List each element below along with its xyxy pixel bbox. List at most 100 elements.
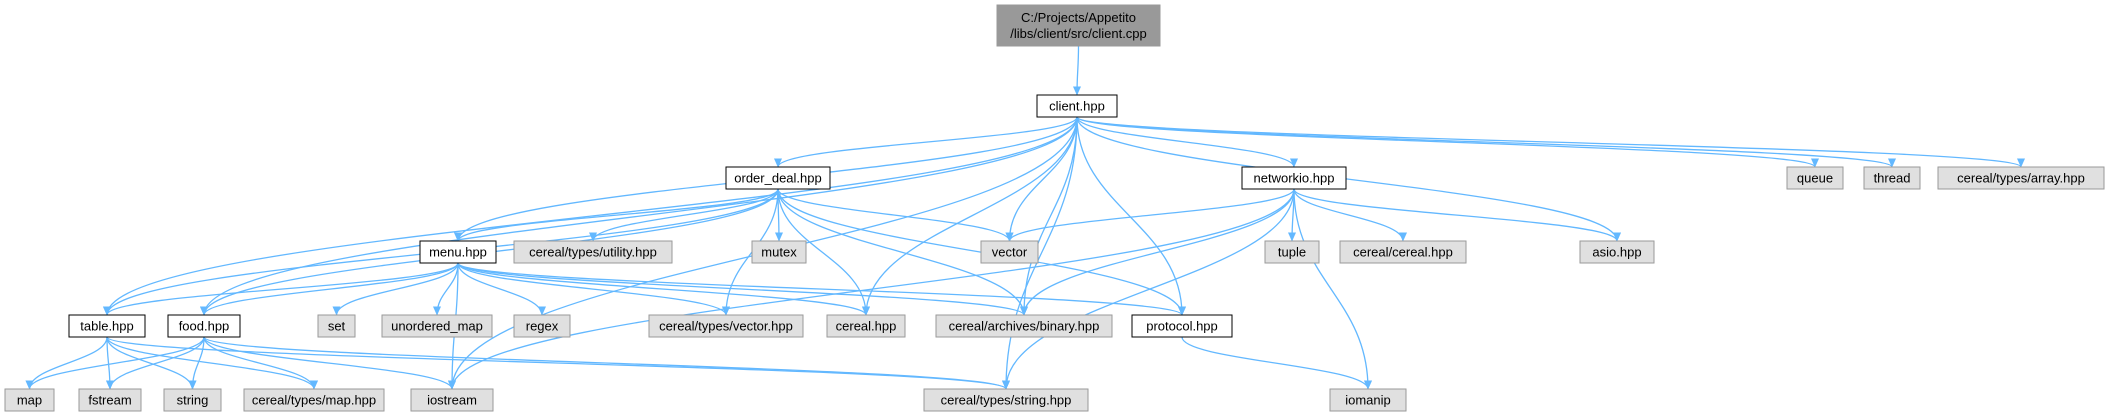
edge-networkio_hpp-to-vector: [1005, 188, 1295, 242]
edge-table_hpp-to-fstream: [105, 336, 114, 390]
node-label: protocol.hpp: [1146, 319, 1218, 334]
edge-food_hpp-to-string: [188, 336, 205, 390]
node-cereal-types-utility: cereal/types/utility.hpp: [513, 240, 673, 264]
edge-client_hpp-to-thread: [1076, 116, 1896, 168]
node-root[interactable]: C:/Projects/Appetito/libs/client/src/cli…: [996, 4, 1161, 47]
node-cereal-types-array: cereal/types/array.hpp: [1937, 166, 2105, 190]
node-label: client.hpp: [1049, 99, 1105, 114]
node-label: cereal/types/array.hpp: [1957, 171, 2085, 186]
node-set: set: [317, 314, 356, 338]
node-box: [317, 314, 356, 338]
edge-order_deal_hpp-to-cereal_types_utility: [589, 188, 779, 242]
node-label: tuple: [1278, 245, 1306, 260]
node-cereal-cereal: cereal/cereal.hpp: [1339, 240, 1467, 264]
node-cereal-hpp: cereal.hpp: [826, 314, 906, 338]
nodes-layer: C:/Projects/Appetito/libs/client/src/cli…: [4, 4, 2105, 412]
node-map: map: [4, 388, 55, 412]
edge-food_hpp-to-cereal_types_string: [203, 336, 1010, 390]
node-label: cereal/types/map.hpp: [252, 393, 376, 408]
edge-food_hpp-to-cereal_types_map: [203, 336, 318, 390]
edge-table_hpp-to-cereal_types_map: [106, 336, 318, 390]
edges-layer: [25, 45, 2025, 390]
node-label: map: [17, 393, 42, 408]
node-box: [996, 4, 1161, 47]
node-label: menu.hpp: [429, 245, 487, 260]
edge-networkio_hpp-to-asio_hpp: [1293, 188, 1621, 242]
edge-menu_hpp-to-protocol_hpp: [457, 262, 1186, 316]
edge-networkio_hpp-to-cereal_cereal: [1293, 188, 1407, 242]
node-box: [4, 388, 55, 412]
node-asio-hpp: asio.hpp: [1579, 240, 1655, 264]
node-cereal-types-map: cereal/types/map.hpp: [243, 388, 385, 412]
node-table-hpp[interactable]: table.hpp: [68, 314, 146, 338]
node-label: order_deal.hpp: [734, 171, 821, 186]
node-label: iostream: [427, 393, 477, 408]
node-box: [980, 240, 1039, 264]
edge-client_hpp-to-cereal_types_string: [1002, 116, 1078, 390]
edge-client_hpp-to-order_deal_hpp: [774, 116, 1078, 168]
edge-menu_hpp-to-food_hpp: [200, 262, 459, 316]
edge-client_hpp-to-asio_hpp: [1076, 116, 1621, 242]
node-box: [167, 314, 241, 338]
node-client-hpp[interactable]: client.hpp: [1036, 94, 1118, 118]
edge-networkio_hpp-to-iomanip: [1293, 188, 1372, 390]
node-label: vector: [992, 245, 1028, 260]
node-box: [1937, 166, 2105, 190]
node-cereal-archives-binary: cereal/archives/binary.hpp: [935, 314, 1113, 338]
edge-food_hpp-to-fstream: [106, 336, 205, 390]
edge-order_deal_hpp-to-menu_hpp: [454, 188, 779, 242]
edge-networkio_hpp-to-cereal_archives_binary: [1020, 188, 1295, 316]
edge-client_hpp-to-cereal_archives_binary: [1020, 116, 1078, 316]
edge-client_hpp-to-food_hpp: [200, 116, 1078, 316]
node-food-hpp[interactable]: food.hpp: [167, 314, 241, 338]
edge-order_deal_hpp-to-cereal_archives_binary: [777, 188, 1028, 316]
edge-order_deal_hpp-to-vector: [777, 188, 1014, 242]
edge-client_hpp-to-table_hpp: [103, 116, 1078, 316]
node-protocol-hpp[interactable]: protocol.hpp: [1131, 314, 1233, 338]
node-regex: regex: [513, 314, 571, 338]
edge-menu_hpp-to-cereal_types_vector: [457, 262, 730, 316]
edge-food_hpp-to-map: [25, 336, 205, 390]
node-mutex: mutex: [751, 240, 807, 264]
node-networkio-hpp[interactable]: networkio.hpp: [1241, 166, 1347, 190]
node-unordered-map: unordered_map: [381, 314, 493, 338]
node-box: [826, 314, 906, 338]
node-order-deal-hpp[interactable]: order_deal.hpp: [725, 166, 831, 190]
node-iomanip: iomanip: [1329, 388, 1407, 412]
edge-networkio_hpp-to-iostream: [448, 188, 1295, 390]
node-label: regex: [526, 319, 559, 334]
node-box: [243, 388, 385, 412]
edge-food_hpp-to-iostream: [203, 336, 456, 390]
node-menu-hpp[interactable]: menu.hpp: [419, 240, 497, 264]
node-cereal-types-vector: cereal/types/vector.hpp: [648, 314, 804, 338]
node-label: /libs/client/src/client.cpp: [1010, 26, 1147, 41]
edge-table_hpp-to-map: [25, 336, 108, 390]
node-label: cereal/cereal.hpp: [1353, 245, 1453, 260]
node-iostream: iostream: [410, 388, 494, 412]
node-box: [1339, 240, 1467, 264]
node-box: [751, 240, 807, 264]
node-label: networkio.hpp: [1254, 171, 1335, 186]
node-label: table.hpp: [80, 319, 134, 334]
node-label: mutex: [761, 245, 797, 260]
node-box: [1131, 314, 1233, 338]
node-label: queue: [1797, 171, 1833, 186]
node-queue: queue: [1786, 166, 1844, 190]
node-box: [78, 388, 142, 412]
edge-menu_hpp-to-cereal_archives_binary: [457, 262, 1028, 316]
node-string: string: [163, 388, 222, 412]
node-label: cereal/archives/binary.hpp: [949, 319, 1100, 334]
node-box: [163, 388, 222, 412]
edge-client_hpp-to-protocol_hpp: [1076, 116, 1186, 316]
node-box: [419, 240, 497, 264]
node-tuple: tuple: [1264, 240, 1320, 264]
node-fstream: fstream: [78, 388, 142, 412]
edge-client_hpp-to-cereal_types_array: [1076, 116, 2025, 168]
edge-menu_hpp-to-table_hpp: [103, 262, 459, 316]
node-label: cereal/types/vector.hpp: [659, 319, 793, 334]
node-vector: vector: [980, 240, 1039, 264]
node-box: [1241, 166, 1347, 190]
edge-menu_hpp-to-cereal_hpp: [457, 262, 870, 316]
node-label: fstream: [88, 393, 131, 408]
